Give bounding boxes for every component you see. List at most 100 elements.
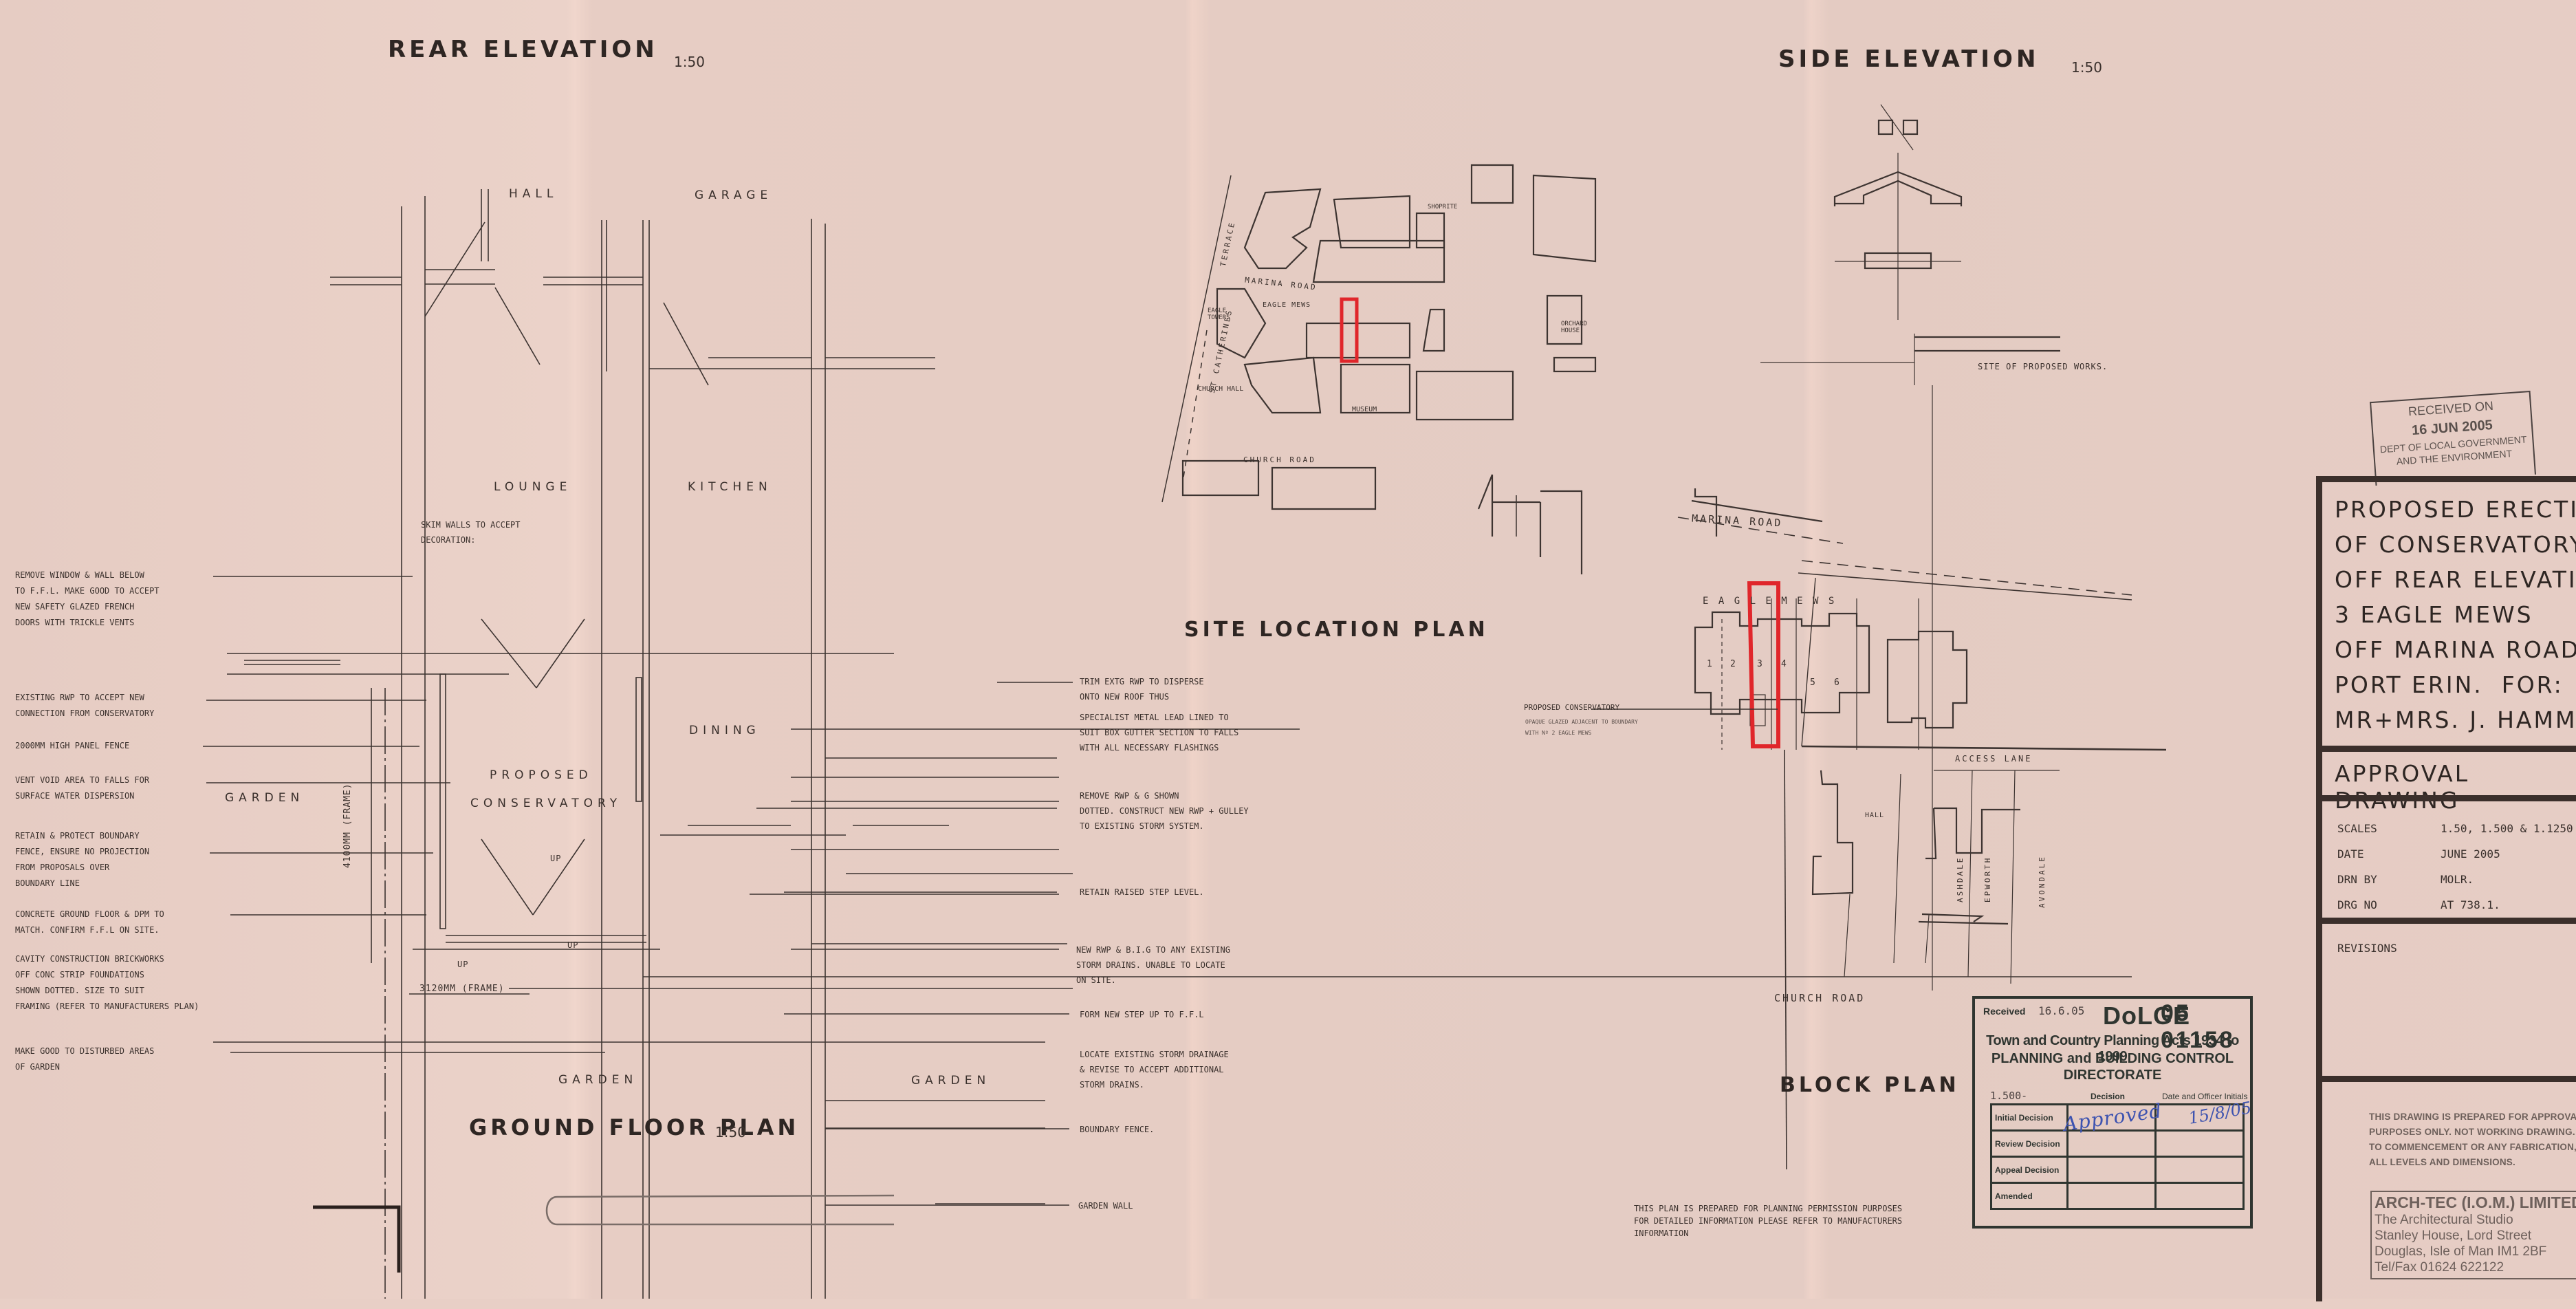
stamp-authority: DoLGE — [2103, 1002, 2190, 1030]
approval-disclaimer: THIS DRAWING IS PREPARED FOR APPROVAL PU… — [2369, 1112, 2576, 1167]
note-remove-rwp: REMOVE RWP & G SHOWN DOTTED. CONSTRUCT N… — [1080, 791, 1249, 831]
stamp-col-decision: Decision — [2091, 1092, 2126, 1101]
room-label-garden-bottom-left: GARDEN — [558, 1073, 638, 1087]
title-block-project-section: PROPOSED ERECTION OF CONSERVATORY OFF RE… — [2322, 476, 2576, 752]
field-value: JUNE 2005 — [2441, 847, 2500, 861]
map-label-church-hall: CHURCH HALL — [1198, 385, 1244, 393]
field-label: DRN BY — [2337, 873, 2377, 886]
revisions-label: REVISIONS — [2337, 942, 2397, 955]
room-label-dining: DINING — [689, 724, 761, 737]
right-note-leaders — [756, 682, 1073, 1206]
field-label: SCALES — [2337, 822, 2377, 835]
stamp-row-label: Amended — [1990, 1182, 2069, 1210]
note-boundary-fence: BOUNDARY FENCE. — [1080, 1125, 1155, 1134]
title-block: PROPOSED ERECTION OF CONSERVATORY OFF RE… — [2316, 476, 2576, 1301]
room-label-kitchen: KITCHEN — [688, 480, 772, 494]
field-label: DRG NO — [2337, 898, 2377, 911]
block-label-church-road: CHURCH ROAD — [1774, 992, 1866, 1004]
block-plan-title: BLOCK PLAN — [1780, 1073, 1960, 1097]
note-panel-fence: 2000MM HIGH PANEL FENCE — [15, 741, 130, 750]
title-block-status-section: APPROVAL DRAWING — [2322, 746, 2576, 814]
block-label-access-lane: ACCESS LANE — [1955, 754, 2033, 764]
field-date: DATE JUNE 2005 — [2337, 847, 2573, 873]
room-label-garden-left: GARDEN — [225, 791, 305, 805]
company-line-2: Stanley House, Lord Street — [2375, 1229, 2532, 1243]
note-garden-wall: GARDEN WALL — [1078, 1201, 1133, 1211]
note-existing-rwp: EXISTING RWP TO ACCEPT NEW CONNECTION FR… — [15, 693, 155, 718]
side-elevation-linework — [1760, 104, 2060, 991]
field-label: DATE — [2337, 847, 2364, 861]
stamp-directorate: PLANNING and BUILDING CONTROL — [1991, 1051, 2234, 1066]
ground-floor-plan-title: GROUND FLOOR PLAN — [469, 1114, 800, 1140]
stamp-act: Town and Country Planning Acts 1934 to 1… — [1986, 1033, 2239, 1064]
stamp-row-label: Initial Decision — [1990, 1103, 2069, 1132]
room-label-conservatory: CONSERVATORY — [470, 797, 622, 810]
map-label-church-road: CHURCH ROAD — [1243, 455, 1316, 464]
side-elevation-scale: 1:50 — [2071, 59, 2102, 76]
title-block-company-section: THIS DRAWING IS PREPARED FOR APPROVAL PU… — [2322, 1076, 2576, 1309]
planning-approval-stamp: Received 16.6.05 DoLGE 05 01158 Town and… — [1972, 996, 2253, 1229]
project-description: PROPOSED ERECTION OF CONSERVATORY OFF RE… — [2335, 496, 2576, 733]
note-vent-void: VENT VOID AREA TO FALLS FOR SURFACE WATE… — [15, 775, 150, 801]
field-value: AT 738.1. — [2441, 898, 2500, 911]
site-location-plan-title: SITE LOCATION PLAN — [1184, 618, 1489, 642]
dimension-height: 4100MM (FRAME) — [342, 783, 353, 868]
plot-5: 5 — [1810, 678, 1818, 688]
note-form-step: FORM NEW STEP UP TO F.F.L — [1080, 1010, 1204, 1019]
company-line-1: The Architectural Studio — [2375, 1213, 2513, 1227]
stamp-row-label: Appeal Decision — [1990, 1156, 2069, 1184]
dimension-width: 3120MM (FRAME) — [419, 984, 505, 994]
note-locate-drainage: LOCATE EXISTING STORM DRAINAGE & REVISE … — [1080, 1050, 1229, 1090]
note-retain-step: RETAIN RAISED STEP LEVEL. — [1080, 887, 1204, 897]
ground-floor-plan-scale: 1:50 — [715, 1124, 746, 1140]
ground-floor-plan-linework — [213, 618, 2132, 1299]
note-new-rwp: NEW RWP & B.I.G TO ANY EXISTING STORM DR… — [1076, 945, 1230, 985]
table-row: Initial Decision — [1990, 1103, 2245, 1132]
planning-footer-note: THIS PLAN IS PREPARED FOR PLANNING PERMI… — [1634, 1204, 1903, 1238]
company-name: ARCH-TEC (I.O.M.) LIMITED — [2375, 1193, 2576, 1211]
stamp-directorate-2: DIRECTORATE — [2063, 1068, 2162, 1083]
table-row: Review Decision — [1990, 1129, 2245, 1158]
rear-elevation-scale: 1:50 — [674, 54, 705, 70]
plot-6: 6 — [1834, 678, 1842, 688]
room-label-lounge: LOUNGE — [494, 480, 572, 494]
title-block-fields-section: SCALES 1.50, 1.500 & 1.1250 DATE JUNE 2005… — [2322, 795, 2576, 924]
skim-walls-note: SKIM WALLS TO ACCEPT DECORATION: — [421, 520, 521, 545]
plot-1: 1 — [1707, 659, 1714, 669]
up-label-1: UP — [457, 960, 469, 969]
stamp-reference-number: 05 01158 — [2161, 1000, 2235, 1053]
room-label-hall: HALL — [509, 187, 558, 201]
block-label-epworth: EPWORTH — [1983, 856, 1992, 902]
block-label-ashdale: ASHDALE — [1956, 856, 1965, 902]
field-value: 1.50, 1.500 & 1.1250 — [2441, 822, 2573, 835]
plot-3: 3 — [1757, 659, 1765, 669]
block-label-hall: HALL — [1865, 812, 1885, 819]
up-label-3: UP — [567, 940, 579, 950]
plot-2: 2 — [1730, 659, 1738, 669]
company-line-4: Tel/Fax 01624 622122 — [2375, 1260, 2504, 1275]
site-location-plan-linework — [1161, 164, 1597, 557]
stamp-row-label: Review Decision — [1990, 1129, 2069, 1158]
note-specialist-lead: SPECIALIST METAL LEAD LINED TO SUIT BOX … — [1080, 713, 1239, 753]
block-plan-linework — [1540, 488, 2167, 1170]
table-row: Amended — [1990, 1182, 2245, 1210]
map-label-shoprite: SHOPRITE — [1428, 204, 1458, 210]
map-label-museum: MUSEUM — [1352, 406, 1377, 413]
note-concrete-floor: CONCRETE GROUND FLOOR & DPM TO MATCH. CO… — [15, 909, 164, 935]
note-make-good-garden: MAKE GOOD TO DISTURBED AREAS OF GARDEN — [15, 1046, 155, 1072]
block-label-eagle-mews: E A G L E M E W S — [1703, 596, 1837, 607]
title-block-fields: SCALES 1.50, 1.500 & 1.1250 DATE JUNE 2005… — [2337, 822, 2573, 924]
left-note-leaders — [203, 576, 605, 1053]
map-label-orchard-house: ORCHARD HOUSE — [1561, 321, 1587, 334]
note-remove-window: REMOVE WINDOW & WALL BELOW TO F.F.L. MAK… — [15, 570, 160, 627]
map-label-eagle-towers: EAGLE TOWERS — [1208, 307, 1230, 321]
company-stamp: ARCH-TEC (I.O.M.) LIMITED The Architectu… — [2370, 1191, 2576, 1279]
site-of-works-label: SITE OF PROPOSED WORKS. — [1978, 362, 2108, 371]
note-cavity-construction: CAVITY CONSTRUCTION BRICKWORKS OFF CONC … — [15, 954, 199, 1011]
stamp-decision-table: Initial Decision Review Decision Appeal … — [1990, 1103, 2245, 1210]
field-scales: SCALES 1.50, 1.500 & 1.1250 — [2337, 822, 2573, 847]
rear-elevation-title: REAR ELEVATION — [388, 36, 658, 63]
